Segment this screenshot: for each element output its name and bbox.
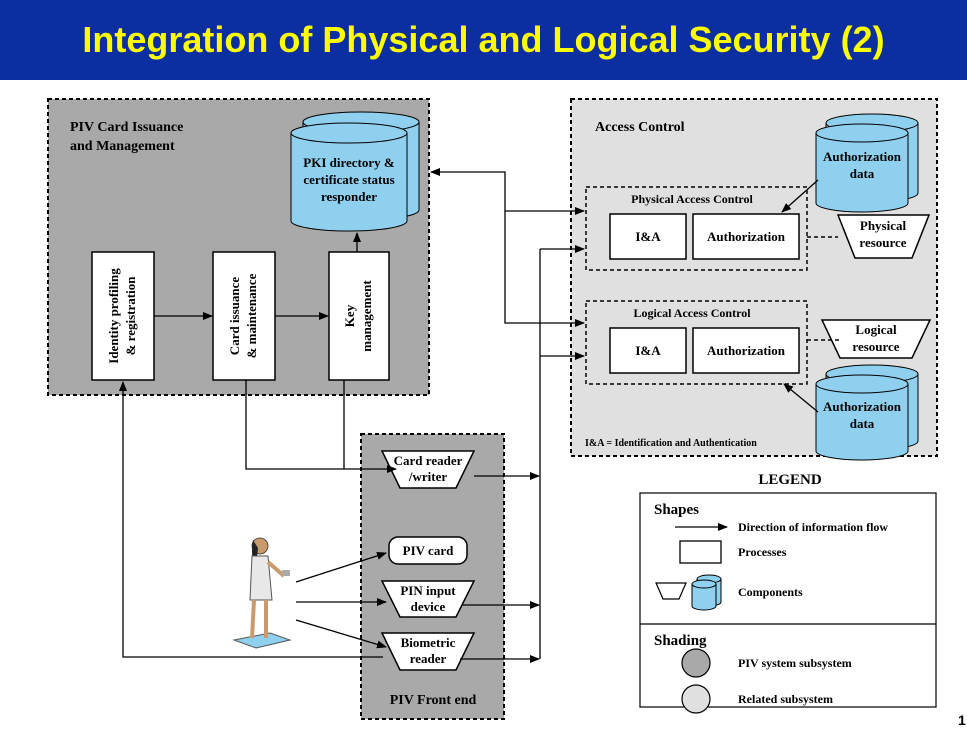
pin-input-label-1: PIN input [400, 583, 456, 598]
legend-component-cylinder [691, 574, 722, 611]
pki-directory-cylinder [290, 111, 420, 232]
physical-authorization-label: Authorization [707, 229, 786, 244]
physical-resource-component [836, 214, 931, 259]
biometric-reader-label-1: Biometric [401, 635, 456, 650]
legend-process-shape [679, 540, 722, 564]
key-management-label-1: Key [342, 304, 357, 327]
logical-access-control-box [585, 300, 808, 385]
legend-flow-label: Direction of information flow [738, 520, 888, 534]
physical-access-control-box [585, 186, 808, 271]
logical-resource-component [820, 319, 932, 359]
logical-ia-box [609, 327, 687, 374]
front-end-title: PIV Front end [390, 693, 477, 708]
arrow-person-to-piv-card [295, 551, 387, 583]
logical-resource-label-1: Logical [855, 322, 897, 337]
legend-title: LEGEND [758, 472, 822, 488]
physical-resource-label-1: Physical [860, 218, 907, 233]
legend-component-trapezoid [655, 582, 687, 600]
card-issuance-box [212, 251, 276, 381]
piv-mgmt-title-2: and Management [70, 139, 175, 154]
slide-title: Integration of Physical and Logical Secu… [82, 19, 885, 60]
title-bar [0, 0, 967, 80]
physical-ia-box [609, 213, 687, 260]
pki-label-3: responder [321, 189, 377, 204]
legend-processes-label: Processes [738, 545, 787, 559]
key-management-label-2: management [359, 280, 374, 352]
arrow-card-issuance-to-reader [245, 380, 397, 473]
biometric-reader-component [380, 632, 476, 671]
card-reader-component [380, 450, 476, 489]
legend-piv-shading-swatch [681, 648, 711, 678]
biometric-reader-label-2: reader [410, 651, 447, 666]
person-figure [232, 537, 292, 649]
page-number: 1 [958, 712, 966, 728]
physical-ia-label: I&A [635, 229, 661, 244]
identity-profiling-label-2: & registration [123, 276, 138, 356]
legend-related-shading-swatch [681, 684, 711, 714]
logical-authorization-label: Authorization [707, 343, 786, 358]
physical-authorization-box [692, 213, 800, 260]
auth-data-top-label-2: data [850, 166, 875, 181]
card-reader-label-2: /writer [408, 469, 447, 484]
arrow-pki-connector [430, 168, 506, 211]
arrow-person-to-biometric [295, 619, 387, 649]
piv-card-box [388, 536, 468, 565]
ia-footnote: I&A = Identification and Authentication [585, 438, 757, 449]
identity-profiling-label-1: Identity profiling [106, 268, 121, 364]
auth-data-bottom-label-2: data [850, 416, 875, 431]
auth-data-bottom-cylinder [815, 364, 919, 461]
legend-related-subsystem-label: Related subsystem [738, 692, 833, 706]
physical-resource-label-2: resource [859, 235, 906, 250]
access-control-title: Access Control [595, 120, 685, 135]
card-reader-label-1: Card reader [394, 453, 463, 468]
auth-data-bottom-label-1: Authorization [823, 399, 902, 414]
auth-data-top-label-1: Authorization [823, 149, 902, 164]
legend-shapes-heading: Shapes [654, 502, 699, 518]
card-issuance-label-1: Card issuance [227, 277, 242, 356]
key-management-box [328, 251, 390, 381]
legend-piv-subsystem-label: PIV system subsystem [738, 656, 852, 670]
pki-label-2: certificate status [303, 172, 394, 187]
logical-authorization-box [692, 327, 800, 374]
physical-access-control-title: Physical Access Control [631, 192, 753, 206]
arrow-authdata-to-physical [781, 179, 819, 213]
arrow-authdata-to-logical [783, 383, 819, 413]
pin-input-label-2: device [411, 599, 446, 614]
arrow-pki-to-logical [504, 211, 585, 327]
legend-components-label: Components [738, 585, 803, 599]
pin-input-component [380, 580, 476, 618]
logical-ia-label: I&A [635, 343, 661, 358]
arrow-biometric-to-identity [119, 381, 383, 658]
logical-resource-label-2: resource [852, 339, 899, 354]
auth-data-top-cylinder [815, 113, 919, 213]
piv-card-label: PIV card [403, 543, 454, 558]
logical-access-control-title: Logical Access Control [633, 306, 751, 320]
legend-shading-heading: Shading [654, 633, 707, 649]
card-issuance-label-2: & maintenance [244, 273, 259, 358]
piv-mgmt-title: PIV Card Issuance [70, 120, 183, 135]
pki-label-1: PKI directory & [303, 155, 395, 170]
